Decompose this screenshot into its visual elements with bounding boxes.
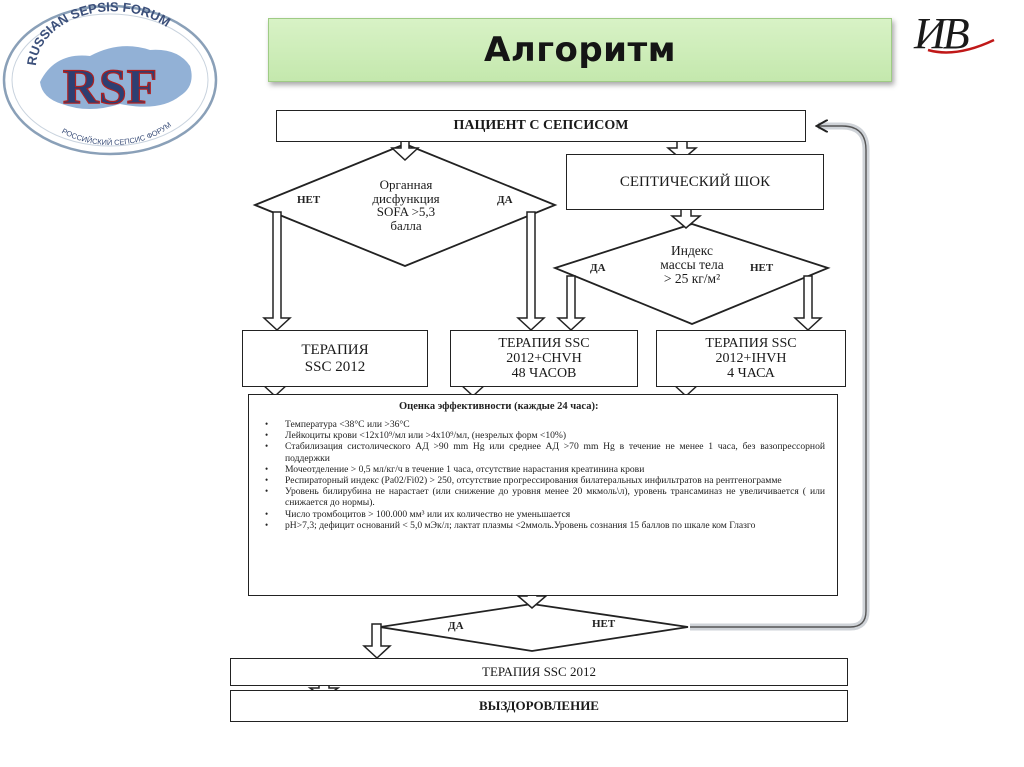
decision-bmi: [552, 223, 831, 325]
rsf-logo: RUSSIAN SEPSIS FORUM RSF РОССИЙСКИЙ СЕПС…: [2, 0, 218, 156]
arrow-d1-no: [262, 211, 292, 332]
criterion-item: Уровень билирубина не нарастает (или сни…: [265, 486, 825, 508]
criterion-item: Мочеотделение > 0,5 мл/кг/ч в течение 1 …: [265, 464, 825, 475]
recovery-label: ВЫЗДОРОВЛЕНИЕ: [479, 697, 599, 713]
decision3-no-label: НЕТ: [592, 618, 616, 630]
start-box: ПАЦИЕНТ С СЕПСИСОМ: [276, 110, 806, 142]
decision2-line: массы тела: [660, 257, 724, 273]
decision1-line: SOFA >5,3: [376, 204, 436, 220]
evaluation-box: Оценка эффективности (каждые 24 часа): Т…: [248, 394, 838, 596]
arrow-d1-yes: [516, 211, 546, 332]
logo-mark: RSF: [63, 58, 157, 114]
decision1-line: дисфункция: [372, 190, 440, 206]
criterion-item: pH>7,3; дефицит оснований < 5,0 мЭк/л; л…: [265, 520, 825, 531]
decision2-yes-label: ДА: [590, 262, 606, 274]
evaluation-criteria: Температура <38°C или >36°C Лейкоциты кр…: [265, 419, 825, 531]
decision2-line: > 25 кг/м²: [663, 271, 721, 287]
decision3-yes-label: ДА: [448, 620, 464, 632]
therapy-line: ТЕРАПИЯ SSC: [705, 335, 797, 351]
criterion-item: Стабилизация систолического АД >90 mm Hg…: [265, 441, 825, 463]
final-therapy-box: ТЕРАПИЯ SSC 2012: [230, 658, 848, 686]
therapy-line: ТЕРАПИЯ SSC: [498, 335, 590, 351]
decision1-line: Органная: [379, 177, 433, 192]
decision2-text: Индекс массы тела > 25 кг/м²: [626, 243, 758, 287]
therapy-line: 48 ЧАСОВ: [511, 366, 577, 382]
iv-logo: ИВ: [913, 9, 995, 58]
therapy-line: SSC 2012: [304, 358, 366, 375]
therapy-chvh-box: ТЕРАПИЯ SSC 2012+CHVH 48 ЧАСОВ: [450, 330, 638, 387]
evaluation-title: Оценка эффективности (каждые 24 часа):: [399, 401, 599, 412]
page-title: Алгоритм: [484, 30, 676, 70]
arrow-d2-no: [793, 275, 823, 332]
arrow-d2-yes: [556, 275, 586, 332]
therapy-ssc-box: ТЕРАПИЯ SSC 2012: [242, 330, 428, 387]
arrow-d3-yes: [362, 623, 392, 660]
criterion-item: Респираторный индекс (Pa02/Fi02) > 250, …: [265, 475, 825, 486]
recovery-box: ВЫЗДОРОВЛЕНИЕ: [230, 690, 848, 722]
decision2-no-label: НЕТ: [750, 262, 774, 274]
therapy-line: 2012+IHVH: [715, 350, 787, 366]
criterion-item: Число тромбоцитов > 100.000 мм³ или их к…: [265, 509, 825, 520]
decision2-line: Индекс: [670, 243, 714, 258]
decision-effective: [379, 603, 689, 652]
decision-organ-dysfunction: [252, 143, 558, 267]
title-banner: Алгоритм: [268, 18, 892, 82]
septic-shock-box: СЕПТИЧЕСКИЙ ШОК: [566, 154, 824, 210]
therapy-line: 2012+CHVH: [506, 350, 582, 366]
start-label: ПАЦИЕНТ С СЕПСИСОМ: [453, 118, 629, 134]
therapy-ihvh-box: ТЕРАПИЯ SSC 2012+IHVH 4 ЧАСА: [656, 330, 846, 387]
decision1-no-label: НЕТ: [297, 194, 321, 206]
septic-shock-label: СЕПТИЧЕСКИЙ ШОК: [619, 173, 771, 190]
decision1-line: балла: [390, 217, 422, 233]
final-therapy-label: ТЕРАПИЯ SSC 2012: [482, 663, 596, 679]
criterion-item: Лейкоциты крови <12x10⁹/мл или >4x10⁹/мл…: [265, 430, 825, 441]
decision1-text: Органная дисфункция SOFA >5,3 балла: [350, 178, 462, 233]
criterion-item: Температура <38°C или >36°C: [265, 419, 825, 430]
decision1-yes-label: ДА: [497, 194, 513, 206]
therapy-line: 4 ЧАСА: [727, 366, 775, 382]
therapy-line: ТЕРАПИЯ: [301, 342, 369, 359]
